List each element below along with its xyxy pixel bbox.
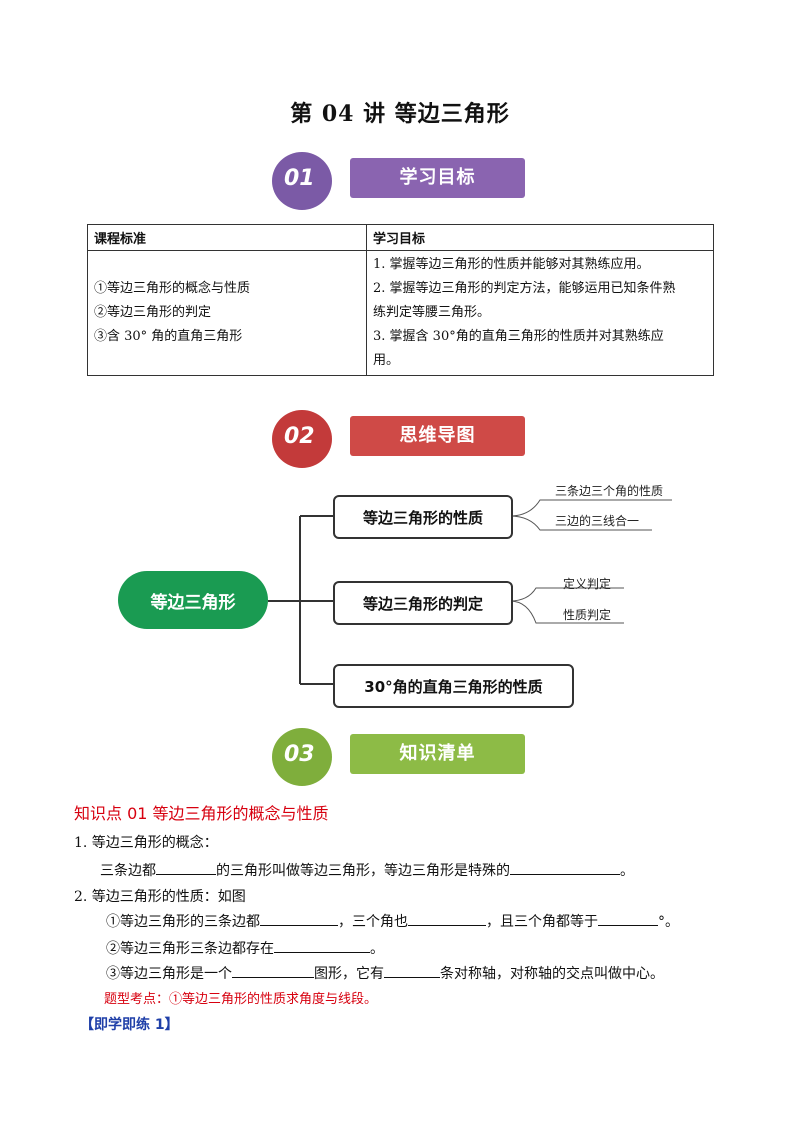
section-badge-02: 02 思维导图 [272, 410, 527, 468]
fill-blank[interactable] [510, 860, 620, 875]
goal-line: 2. 掌握等边三角形的判定方法，能够运用已知条件熟 [373, 281, 676, 296]
text-fragment: 图形，它有 [314, 966, 384, 982]
text-fragment: 条对称轴，对称轴的交点叫做中心。 [440, 966, 664, 982]
text-fragment: ，三个角也 [338, 914, 408, 930]
goal-line: 练判定等腰三角形。 [373, 305, 491, 320]
text-fragment: °。 [658, 914, 679, 930]
standard-item: ①等边三角形的概念与性质 [94, 281, 251, 296]
mindmap-branch-properties: 等边三角形的性质 [333, 495, 513, 539]
text-fragment: ①等边三角形的三条边都 [106, 914, 260, 930]
section-number: 03 [284, 742, 315, 767]
fill-blank[interactable] [408, 911, 486, 926]
text-fragment: 三条边都 [100, 863, 156, 879]
mindmap-leaf: 定义判定 [563, 577, 612, 591]
section-label-bar: 思维导图 [350, 416, 525, 456]
section-badge-03: 03 知识清单 [272, 728, 527, 786]
section-label-bar: 学习目标 [350, 158, 525, 198]
fill-blank[interactable] [260, 911, 338, 926]
page-title: 第 04 讲 等边三角形 [290, 101, 510, 127]
fill-blank[interactable] [274, 938, 370, 953]
fill-blank[interactable] [232, 963, 314, 978]
col-header-goal: 学习目标 [366, 224, 714, 251]
section-label: 学习目标 [399, 167, 476, 188]
mindmap-connectors [268, 499, 672, 685]
property-item: 2. 等边三角形的性质：如图 [74, 889, 246, 905]
goal-line: 1. 掌握等边三角形的性质并能够对其熟练应用。 [373, 257, 650, 272]
concept-sentence: 三条边都 的三角形叫做等边三角形，等边三角形是特殊的 。 [100, 860, 634, 880]
goal-line: 用。 [373, 353, 400, 368]
standard-item: ③含 30° 角的直角三角形 [94, 329, 243, 344]
section-number: 01 [284, 166, 315, 191]
fill-blank[interactable] [598, 911, 658, 926]
text-fragment: ②等边三角形三条边都存在 [106, 941, 274, 957]
property-line-3: ③等边三角形是一个 图形，它有 条对称轴，对称轴的交点叫做中心。 [106, 963, 664, 983]
property-line-1: ①等边三角形的三条边都 ，三个角也 ，且三个角都等于 °。 [106, 911, 679, 931]
text-fragment: 的三角形叫做等边三角形，等边三角形是特殊的 [216, 863, 510, 879]
fill-blank[interactable] [384, 963, 440, 978]
section-label-bar: 知识清单 [350, 734, 525, 774]
fill-blank[interactable] [156, 860, 216, 875]
practice-label: 【即学即练 1】 [80, 1017, 179, 1033]
mindmap-root: 等边三角形 [118, 571, 268, 629]
goals-cell: 1. 掌握等边三角形的性质并能够对其熟练应用。 2. 掌握等边三角形的判定方法，… [366, 250, 714, 376]
section-number-circle: 01 [272, 152, 332, 210]
section-badge-01: 01 学习目标 [272, 152, 527, 210]
mindmap-branch-determination: 等边三角形的判定 [333, 581, 513, 625]
property-line-2: ②等边三角形三条边都存在 。 [106, 938, 384, 958]
standards-cell: ①等边三角形的概念与性质 ②等边三角形的判定 ③含 30° 角的直角三角形 [87, 250, 367, 376]
col-header-standard: 课程标准 [87, 224, 367, 251]
mindmap-leaf: 性质判定 [563, 608, 612, 622]
mindmap-leaf: 三条边三个角的性质 [555, 484, 664, 498]
question-type-tip: 题型考点：①等边三角形的性质求角度与线段。 [104, 992, 378, 1007]
section-label: 思维导图 [399, 425, 476, 446]
text-fragment: 。 [370, 941, 384, 957]
section-number: 02 [284, 424, 315, 449]
knowledge-point-heading: 知识点 01 等边三角形的概念与性质 [74, 804, 329, 823]
learning-goals-table: 课程标准 学习目标 ①等边三角形的概念与性质 ②等边三角形的判定 ③含 30° … [87, 224, 714, 376]
concept-item: 1. 等边三角形的概念： [74, 835, 218, 851]
mindmap-branch-30deg: 30°角的直角三角形的性质 [333, 664, 574, 708]
text-fragment: 。 [620, 863, 634, 879]
text-fragment: ，且三个角都等于 [486, 914, 598, 930]
goal-line: 3. 掌握含 30°角的直角三角形的性质并对其熟练应 [373, 329, 664, 344]
section-number-circle: 02 [272, 410, 332, 468]
standard-item: ②等边三角形的判定 [94, 305, 212, 320]
text-fragment: ③等边三角形是一个 [106, 966, 232, 982]
section-label: 知识清单 [399, 743, 476, 764]
mindmap-leaf: 三边的三线合一 [555, 514, 640, 528]
section-number-circle: 03 [272, 728, 332, 786]
